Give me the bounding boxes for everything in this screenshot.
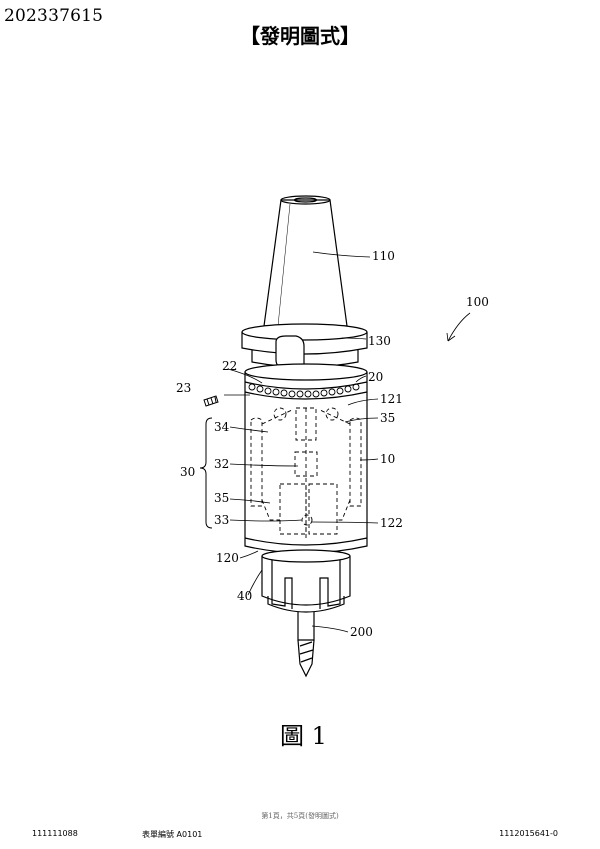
label-35-lower: 35 <box>214 491 229 505</box>
label-130: 130 <box>368 334 391 348</box>
label-22: 22 <box>222 359 237 373</box>
footer-application-number: 111111088 <box>32 829 78 838</box>
label-122: 122 <box>380 516 403 530</box>
label-23: 23 <box>176 381 191 395</box>
label-120: 120 <box>216 551 239 565</box>
label-121: 121 <box>380 392 403 406</box>
leader-lines <box>224 251 471 633</box>
group-bracket-30 <box>199 417 213 529</box>
label-110: 110 <box>372 249 395 263</box>
label-200: 200 <box>350 625 373 639</box>
page-indicator: 第1頁，共5頁(發明圖式) <box>261 812 339 820</box>
footer-document-code: 1112015641-0 <box>499 829 558 838</box>
label-33: 33 <box>214 513 229 527</box>
footer-form-number: 表單編號 A0101 <box>142 830 203 839</box>
set-screw <box>203 395 219 407</box>
label-10: 10 <box>380 452 395 466</box>
label-30: 30 <box>180 465 195 479</box>
publication-number: 202337615 <box>4 6 104 26</box>
figure-caption: 圖 1 <box>280 722 327 750</box>
internal-components <box>250 407 362 540</box>
label-40: 40 <box>237 589 252 603</box>
label-34: 34 <box>214 420 230 434</box>
label-100: 100 <box>466 295 489 309</box>
label-35-upper: 35 <box>380 411 395 425</box>
taper-shank <box>263 195 348 327</box>
collet-nut <box>261 549 351 613</box>
label-20: 20 <box>368 370 383 384</box>
label-32: 32 <box>214 457 229 471</box>
reference-numerals: 110 100 130 22 20 23 121 34 35 30 32 10 … <box>176 249 489 639</box>
drill-bit <box>297 612 315 678</box>
section-title: 【發明圖式】 <box>240 24 360 48</box>
flange <box>241 323 368 373</box>
ring-bearing-balls <box>248 383 360 398</box>
